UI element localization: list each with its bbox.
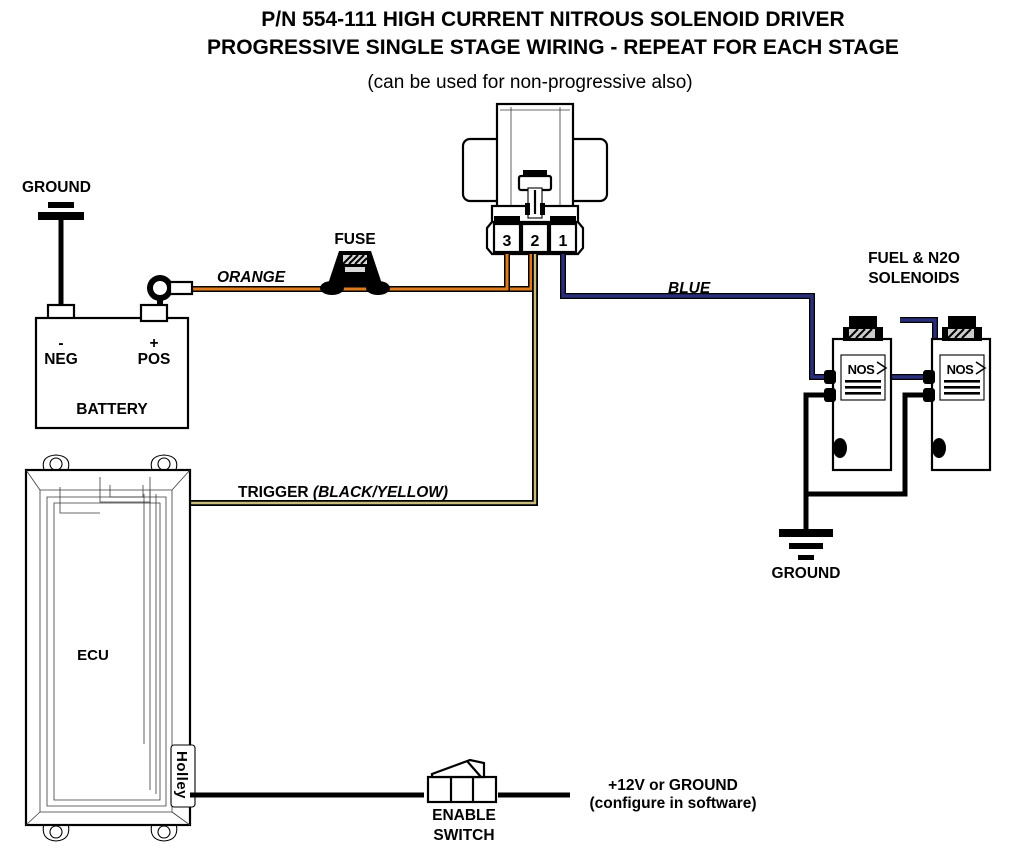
title-line-2: PROGRESSIVE SINGLE STAGE WIRING - REPEAT… bbox=[207, 36, 899, 59]
ground-bottom-label: GROUND bbox=[772, 565, 841, 582]
fuse-foot-left bbox=[320, 281, 344, 295]
enable-switch-label-line-2: SWITCH bbox=[433, 827, 494, 844]
switch-feed-line-2: (configure in software) bbox=[589, 795, 756, 812]
ground-top-bar-small bbox=[48, 202, 74, 208]
terminal-number-1: 1 bbox=[559, 233, 568, 250]
ground-bottom-bar-small bbox=[798, 555, 814, 560]
ecu-label: ECU bbox=[77, 647, 109, 664]
solenoids-label-line-1: FUEL & N2O bbox=[868, 250, 960, 267]
solenoid-1-terminal-upper bbox=[824, 370, 836, 384]
solenoid-1-badge-arrow bbox=[876, 361, 888, 375]
solenoids-group: FUEL & N2O SOLENOIDS NOS bbox=[824, 250, 992, 472]
fuse-foot-right bbox=[366, 281, 390, 295]
solenoid-2-brand-label: NOS bbox=[947, 362, 975, 377]
ring-terminal-barrel bbox=[168, 280, 194, 296]
solenoid-driver-module: 3 2 1 bbox=[461, 102, 609, 256]
solenoid-1-terminal-lower bbox=[824, 388, 836, 402]
solenoid-2-ground-lead bbox=[806, 392, 927, 497]
terminal-pin-3 bbox=[494, 216, 520, 223]
terminal-cell-2 bbox=[520, 222, 550, 254]
solenoid-2-collar-hatch bbox=[947, 328, 974, 339]
solenoid-1: NOS bbox=[824, 316, 893, 472]
solenoid-2-terminal-lower bbox=[923, 388, 935, 402]
ecu-tab-bottom-left-hole bbox=[49, 825, 63, 839]
ground-top-label: GROUND bbox=[22, 179, 91, 196]
trigger-wire-label: TRIGGER (BLACK/YELLOW) bbox=[238, 484, 448, 501]
solenoid-2-stripe-2 bbox=[944, 386, 980, 389]
ecu-assembly: ECU Holley bbox=[24, 454, 196, 842]
solenoid-2: NOS bbox=[923, 316, 992, 472]
ecu-tab-top-right-hole bbox=[157, 457, 171, 471]
solenoid-1-stripe-1 bbox=[845, 380, 881, 383]
solenoid-1-stripe-2 bbox=[845, 386, 881, 389]
enable-switch-base[interactable] bbox=[426, 775, 498, 804]
enable-switch-rocker-edge bbox=[466, 760, 482, 778]
ground-top-bar-large bbox=[38, 212, 84, 220]
enable-switch-label-line-1: ENABLE bbox=[432, 807, 496, 824]
ecu-connector-boss-inner bbox=[109, 485, 144, 498]
battery-pos-label: POS bbox=[138, 351, 171, 368]
solenoid-1-stripe-3 bbox=[845, 392, 881, 395]
solenoid-1-port bbox=[833, 438, 847, 458]
battery-name-label: BATTERY bbox=[76, 401, 148, 418]
terminal-cell-1 bbox=[548, 222, 578, 254]
blue-wire-label: BLUE bbox=[668, 280, 711, 297]
title-line-1: P/N 554-111 HIGH CURRENT NITROUS SOLENOI… bbox=[261, 8, 844, 31]
orange-wire-run: ORANGE bbox=[176, 254, 534, 292]
solenoid-1-ground-lead bbox=[803, 392, 828, 494]
ecu-lid-inner-2 bbox=[53, 502, 161, 801]
battery-pos-post bbox=[139, 303, 169, 323]
title-block: P/N 554-111 HIGH CURRENT NITROUS SOLENOI… bbox=[207, 8, 899, 93]
enable-switch[interactable]: ENABLE SWITCH bbox=[426, 758, 498, 844]
solenoid-2-top-cap bbox=[948, 316, 976, 328]
solenoid-2-stripe-1 bbox=[944, 380, 980, 383]
switch-feed-label: +12V or GROUND (configure in software) bbox=[589, 777, 756, 812]
trigger-wire-run: TRIGGER (BLACK/YELLOW) bbox=[190, 254, 538, 506]
solenoid-1-top-cap bbox=[849, 316, 877, 328]
trigger-wire-core bbox=[190, 254, 537, 505]
fuse-assembly: FUSE bbox=[320, 231, 390, 295]
battery-assembly: GROUND - NEG + POS BATTERY bbox=[22, 179, 194, 430]
terminal-pin-1 bbox=[550, 216, 576, 223]
driver-latch-shadow-left bbox=[525, 203, 530, 215]
fuse-label: FUSE bbox=[334, 231, 375, 248]
switch-feed-line-1: +12V or GROUND bbox=[608, 777, 738, 794]
driver-latch-shadow-right bbox=[540, 203, 545, 215]
ecu-top-rib bbox=[59, 487, 100, 514]
ecu-brand-plate: Holley bbox=[170, 744, 196, 808]
ground-bottom-bar-large bbox=[779, 529, 833, 537]
battery-pos-sign: + bbox=[149, 335, 158, 352]
solenoids-label-line-2: SOLENOIDS bbox=[868, 270, 959, 287]
ecu-tab-top-left-hole bbox=[49, 457, 63, 471]
terminal-cell-3 bbox=[492, 222, 522, 254]
orange-wire-label: ORANGE bbox=[217, 269, 286, 286]
solenoid-ground-wiring: GROUND bbox=[772, 392, 927, 582]
battery-neg-label: NEG bbox=[44, 351, 78, 368]
battery-neg-sign: - bbox=[58, 335, 63, 352]
ecu-tab-bottom-right-hole bbox=[157, 825, 171, 839]
orange-wire-core-2 bbox=[176, 254, 509, 291]
terminal-number-3: 3 bbox=[503, 233, 512, 250]
solenoid-1-brand-label: NOS bbox=[848, 362, 876, 377]
battery-case bbox=[34, 316, 190, 430]
solenoid-2-terminal-upper bbox=[923, 370, 935, 384]
fuse-hatch bbox=[342, 254, 368, 272]
ring-terminal-hole bbox=[151, 279, 169, 297]
ecu-brand-plate-box bbox=[170, 744, 196, 808]
ecu-mount-tabs-bottom bbox=[42, 822, 178, 842]
solenoid-2-stripe-3 bbox=[944, 392, 980, 395]
ecu-housing bbox=[24, 468, 192, 827]
ecu-brand-label: Holley bbox=[173, 751, 190, 799]
terminal-number-2: 2 bbox=[531, 233, 540, 250]
solenoid-2-badge-arrow bbox=[975, 361, 987, 375]
ecu-corner-bevels bbox=[25, 469, 191, 826]
ground-bottom-bar-medium bbox=[789, 543, 823, 549]
ecu-connector-boss bbox=[99, 477, 151, 503]
title-line-3: (can be used for non-progressive also) bbox=[367, 72, 692, 93]
solenoid-1-collar-hatch bbox=[848, 328, 875, 339]
solenoid-2-port bbox=[932, 438, 946, 458]
driver-latch-cap bbox=[523, 170, 547, 176]
